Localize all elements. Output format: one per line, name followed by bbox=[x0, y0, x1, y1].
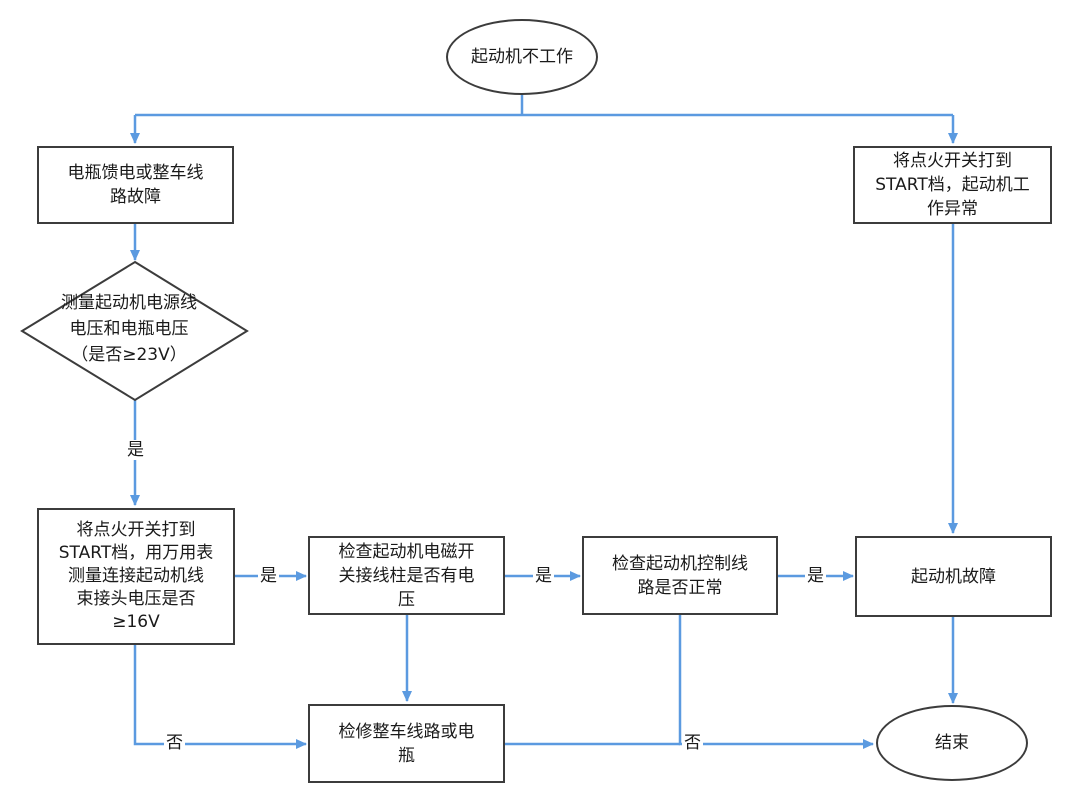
measure-voltage-label: 测量起动机电源线 电压和电瓶电压 （是否≥23V） bbox=[61, 293, 197, 365]
check-control-label: 检查起动机控制线 路是否正常 bbox=[612, 553, 748, 598]
edge-label-yes-harness: 是 bbox=[258, 566, 279, 586]
end-node: 结束 bbox=[876, 705, 1028, 781]
connector-control-no-to-end bbox=[678, 615, 874, 749]
check-control-box: 检查起动机控制线 路是否正常 bbox=[582, 536, 778, 615]
edge-label-yes-control: 是 bbox=[805, 566, 826, 586]
connector-harness-no-to-repair bbox=[133, 645, 307, 749]
repair-label: 检修整车线路或电 瓶 bbox=[338, 721, 475, 766]
check-harness-label: 将点火开关打到 START档，用万用表 测量连接起动机线 束接头电压是否 ≥16… bbox=[58, 520, 214, 632]
decision-diamond bbox=[20, 260, 249, 402]
battery-fault-box: 电瓶馈电或整车线 路故障 bbox=[37, 146, 234, 224]
ignition-abnormal-label: 将点火开关打到 START档，起动机工 作异常 bbox=[875, 151, 1030, 219]
edge-label-no-harness: 否 bbox=[164, 733, 185, 753]
repair-box: 检修整车线路或电 瓶 bbox=[308, 704, 505, 783]
check-solenoid-label: 检查起动机电磁开 关接线柱是否有电 压 bbox=[338, 541, 475, 610]
start-node: 起动机不工作 bbox=[446, 19, 598, 95]
start-node-label: 起动机不工作 bbox=[471, 47, 573, 67]
edge-label-yes-solenoid: 是 bbox=[533, 566, 554, 586]
check-solenoid-box: 检查起动机电磁开 关接线柱是否有电 压 bbox=[308, 536, 505, 615]
ignition-abnormal-box: 将点火开关打到 START档，起动机工 作异常 bbox=[853, 146, 1052, 224]
battery-fault-label: 电瓶馈电或整车线 路故障 bbox=[67, 163, 204, 207]
check-harness-box: 将点火开关打到 START档，用万用表 测量连接起动机线 束接头电压是否 ≥16… bbox=[37, 508, 235, 645]
starter-fault-box: 起动机故障 bbox=[855, 536, 1052, 617]
edge-label-yes-measure: 是 bbox=[125, 440, 146, 460]
end-node-label: 结束 bbox=[935, 733, 969, 753]
starter-fault-label: 起动机故障 bbox=[911, 566, 996, 587]
edge-label-no-control: 否 bbox=[682, 733, 703, 753]
